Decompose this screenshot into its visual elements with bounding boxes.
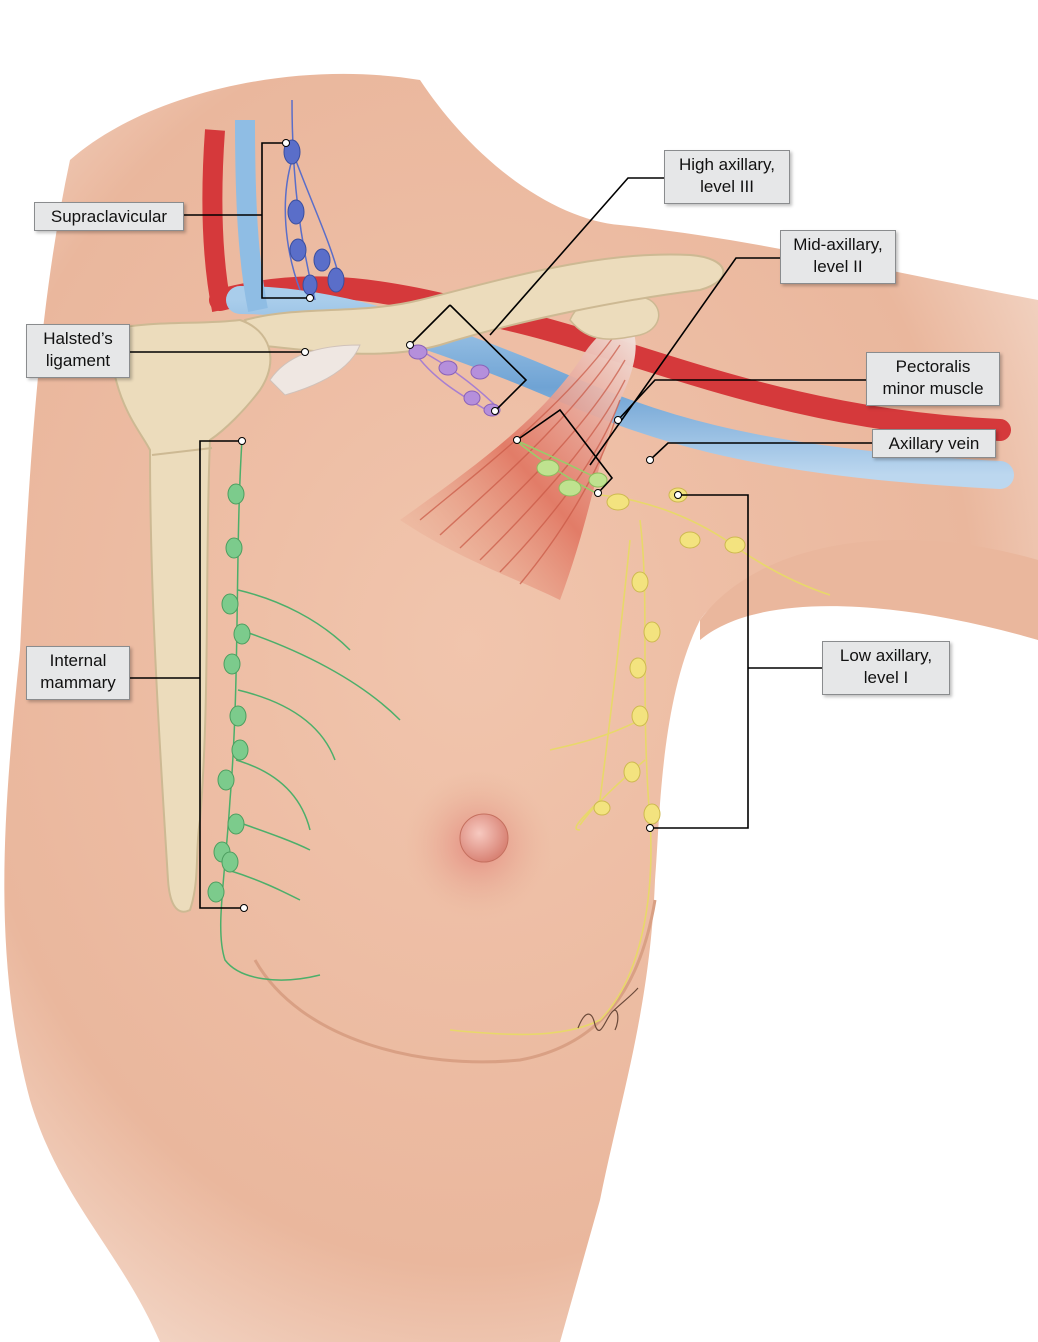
arm-skin — [700, 540, 1038, 640]
label-halsteds-ligament-line2: ligament — [45, 351, 111, 370]
leader-dots — [238, 139, 682, 912]
label-internal-mammary-line1: Internal — [49, 651, 107, 670]
internal-mammary-nodes — [207, 483, 251, 903]
jugular-vein — [235, 119, 268, 312]
artist-signature — [577, 987, 639, 1032]
label-internal-mammary: Internal mammary — [26, 646, 130, 700]
label-supraclavicular: Supraclavicular — [34, 202, 184, 231]
label-halsteds-ligament-line1: Halsted’s — [43, 329, 113, 348]
label-low-axillary-line1: Low axillary, — [839, 646, 933, 665]
sternum-joint — [151, 447, 213, 456]
label-mid-axillary-line2: level II — [813, 257, 863, 276]
label-halsteds-ligament: Halsted’s ligament — [26, 324, 130, 378]
label-axillary-vein: Axillary vein — [872, 429, 996, 458]
level2-nodes — [536, 459, 608, 497]
label-pectoralis-minor-line1: Pectoralis — [895, 357, 971, 376]
leader-lines — [130, 142, 872, 909]
label-axillary-vein-text: Axillary vein — [888, 434, 980, 453]
label-internal-mammary-line2: mammary — [40, 673, 116, 692]
halsteds-ligament-tissue — [269, 344, 361, 396]
label-high-axillary: High axillary, level III — [664, 150, 790, 204]
internal-mammary-lymph — [219, 439, 401, 981]
subclavian-artery — [202, 129, 232, 312]
label-pectoralis-minor: Pectoralis minor muscle — [866, 352, 1000, 406]
label-supraclavicular-text: Supraclavicular — [50, 207, 168, 226]
breast-contour — [253, 899, 657, 1064]
label-mid-axillary: Mid-axillary, level II — [780, 230, 896, 284]
label-low-axillary-line2: level I — [863, 668, 909, 687]
label-pectoralis-minor-line2: minor muscle — [882, 379, 984, 398]
nipple — [459, 813, 509, 863]
label-low-axillary: Low axillary, level I — [822, 641, 950, 695]
supraclavicular-nodes — [283, 139, 345, 296]
label-high-axillary-line2: level III — [700, 177, 754, 196]
level1-nodes — [593, 487, 746, 825]
label-mid-axillary-line1: Mid-axillary, — [793, 235, 883, 254]
pectoralis-minor — [400, 322, 636, 600]
label-high-axillary-line1: High axillary, — [678, 155, 776, 174]
